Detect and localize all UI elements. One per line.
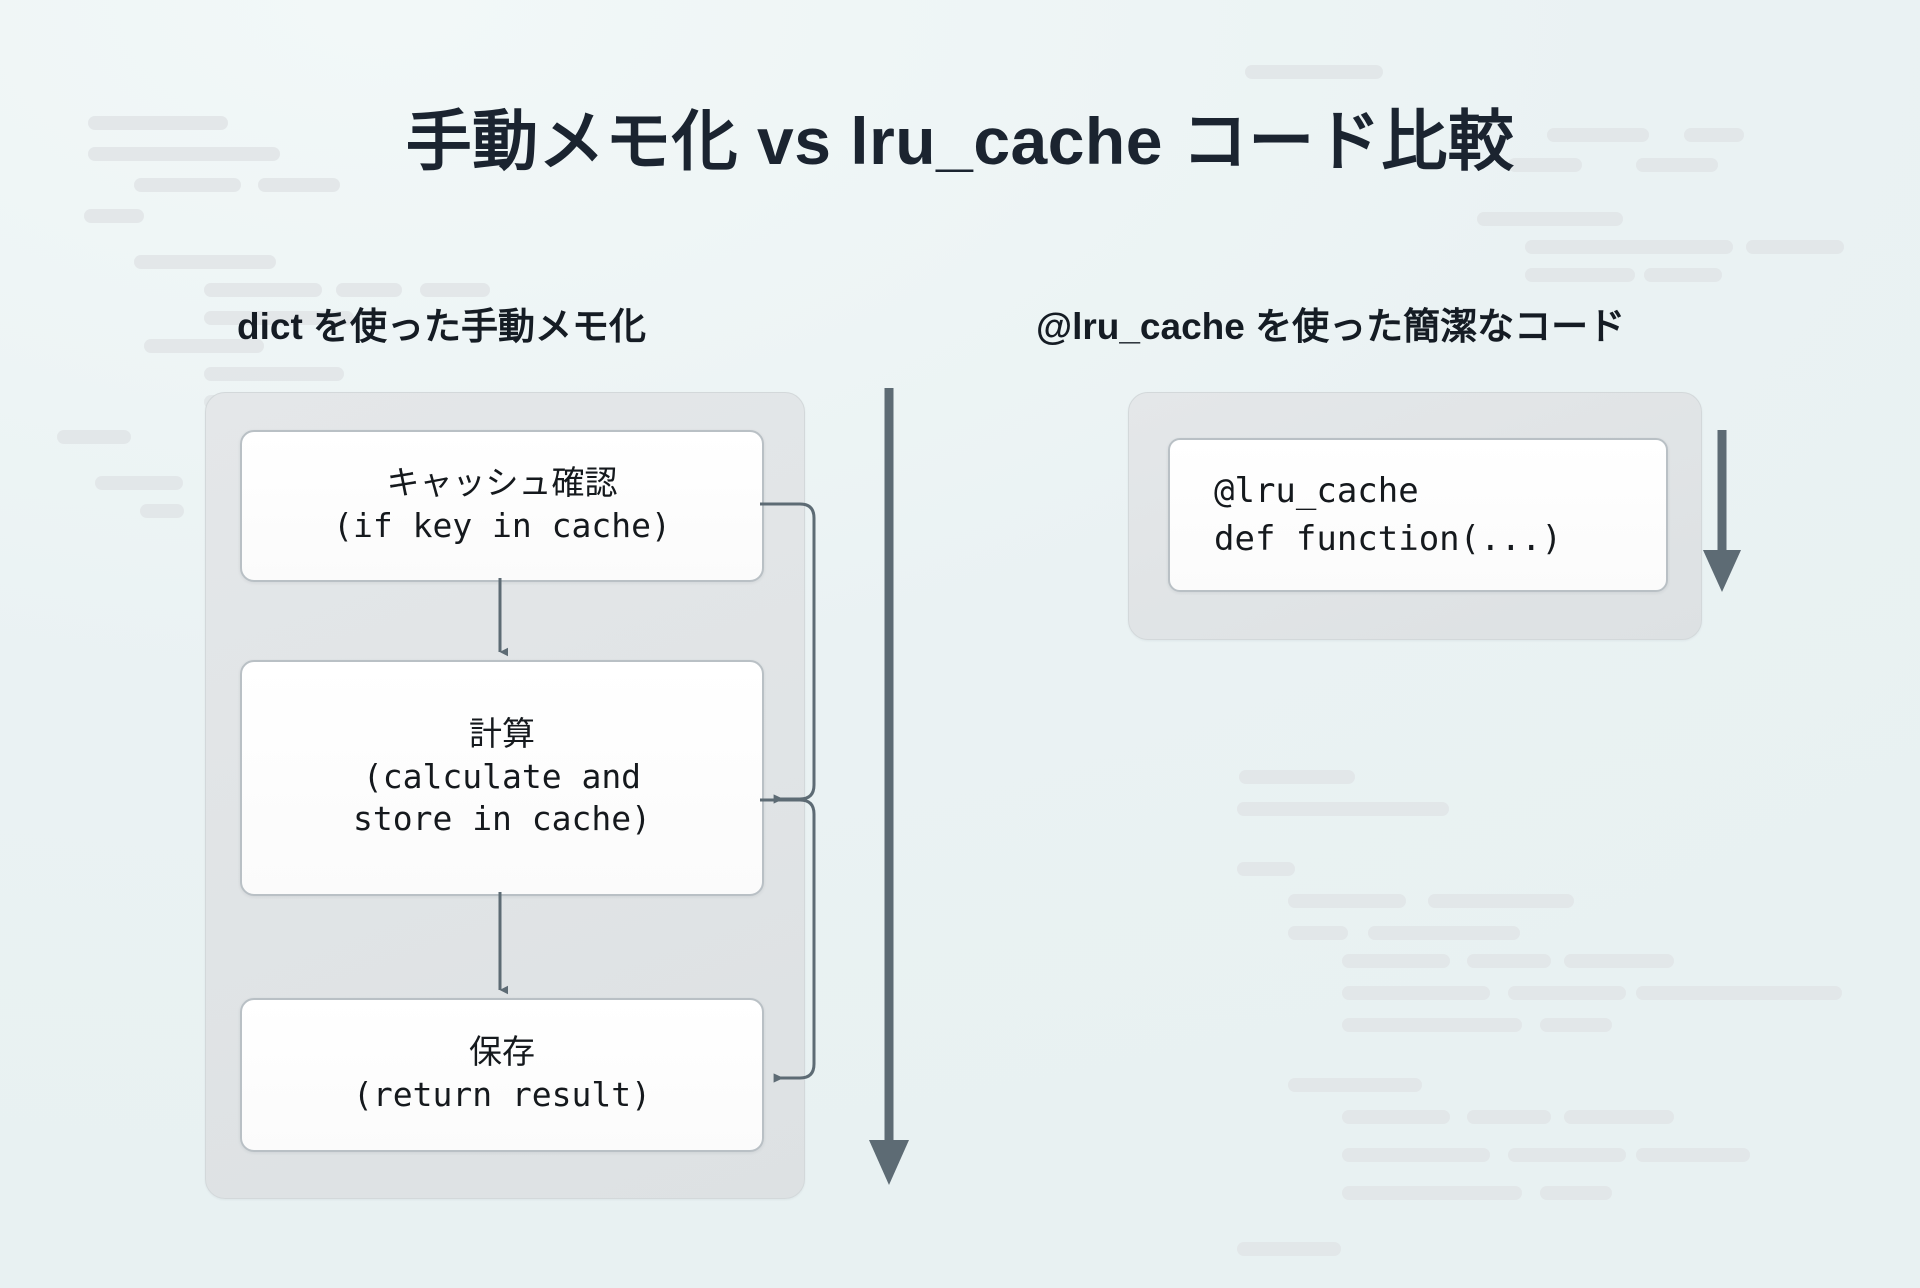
decor-code-bar — [1746, 240, 1844, 254]
decor-code-bar — [1540, 1186, 1612, 1200]
decor-code-bar — [1342, 986, 1490, 1000]
decor-code-bar — [1245, 65, 1383, 79]
right-column-heading: @lru_cache を使った簡潔なコード — [1036, 306, 1626, 347]
decor-code-bar — [1467, 954, 1551, 968]
decor-code-bar — [1342, 1148, 1490, 1162]
lru-cache-code-line-2: def function(...) — [1214, 519, 1562, 559]
decor-code-bar — [1288, 1078, 1422, 1092]
decor-code-bar — [1636, 986, 1842, 1000]
decor-code-bar — [1288, 894, 1406, 908]
flow-step-store-code: (return result) — [352, 1075, 651, 1115]
short-down-arrow — [1703, 430, 1741, 592]
decor-code-bar — [57, 430, 131, 444]
decor-code-bar — [1525, 240, 1733, 254]
decor-code-bar — [1644, 268, 1722, 282]
decor-code-bar — [1288, 926, 1348, 940]
decor-code-bar — [204, 283, 322, 297]
decor-code-bar — [420, 283, 490, 297]
left-column-heading: dict を使った手動メモ化 — [237, 306, 647, 347]
decor-code-bar — [1342, 1018, 1522, 1032]
decor-code-bar — [140, 504, 184, 518]
flow-step-store-label: 保存 — [469, 1032, 535, 1072]
flow-step-calculate-code: (calculate and store in cache) — [352, 757, 651, 839]
decor-code-bar — [1525, 268, 1635, 282]
decor-code-bar — [95, 476, 183, 490]
decor-code-bar — [1342, 954, 1450, 968]
decor-code-bar — [1467, 1110, 1551, 1124]
long-down-arrow — [869, 388, 909, 1185]
lru-cache-code-box[interactable]: @lru_cache def function(...) — [1168, 438, 1668, 592]
decor-code-bar — [1342, 1186, 1522, 1200]
decor-code-bar — [204, 367, 344, 381]
decor-code-bar — [1508, 1148, 1626, 1162]
flow-step-cache-check[interactable]: キャッシュ確認 (if key in cache) — [240, 430, 764, 582]
flow-step-cache-check-label: キャッシュ確認 — [386, 463, 618, 503]
flow-step-calculate[interactable]: 計算 (calculate and store in cache) — [240, 660, 764, 896]
decor-code-bar — [1564, 954, 1674, 968]
decor-code-bar — [134, 255, 276, 269]
decor-code-bar — [1564, 1110, 1674, 1124]
decor-code-bar — [1477, 212, 1623, 226]
decor-code-bar — [1368, 926, 1520, 940]
decor-code-bar — [1428, 894, 1574, 908]
decor-code-bar — [84, 209, 144, 223]
decor-code-bar — [1239, 770, 1355, 784]
decor-code-bar — [1237, 802, 1449, 816]
flow-step-cache-check-code: (if key in cache) — [333, 506, 671, 546]
lru-cache-code-line-1: @lru_cache — [1214, 470, 1419, 511]
flow-step-store[interactable]: 保存 (return result) — [240, 998, 764, 1152]
decor-code-bar — [1237, 862, 1295, 876]
decor-code-bar — [1508, 986, 1626, 1000]
decor-code-bar — [1540, 1018, 1612, 1032]
decor-code-bar — [1342, 1110, 1450, 1124]
decor-code-bar — [336, 283, 402, 297]
flow-step-calculate-label: 計算 — [469, 714, 535, 754]
decor-code-bar — [1636, 1148, 1750, 1162]
page-title: 手動メモ化 vs lru_cache コード比較 — [405, 104, 1515, 178]
decor-code-bar — [1237, 1242, 1341, 1256]
